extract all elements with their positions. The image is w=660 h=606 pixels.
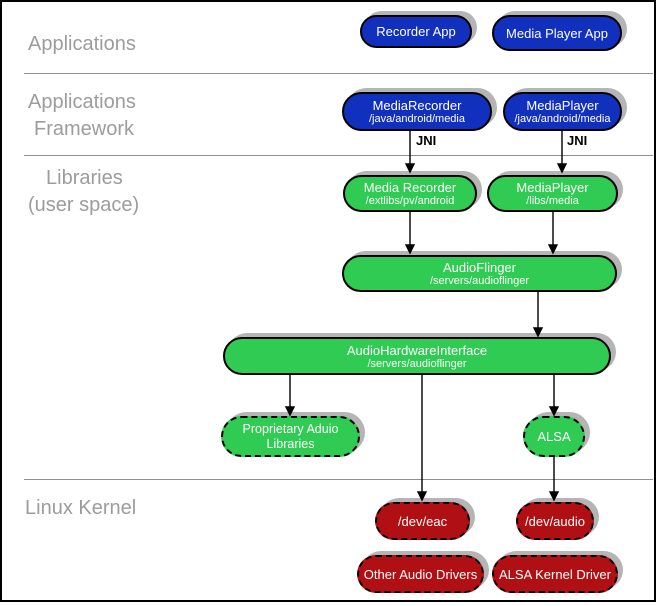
- section-line: Applications: [28, 33, 136, 55]
- node-title: Media Player App: [506, 25, 608, 41]
- section-line: Libraries: [46, 167, 123, 189]
- node-title: /dev/eac: [397, 513, 448, 529]
- node-title: Proprietary Aduio: [242, 421, 339, 436]
- node-dev-audio: /dev/audio: [516, 502, 594, 540]
- node-subtitle: /java/android/media: [514, 113, 611, 125]
- node-title: AudioHardwareInterface: [346, 342, 488, 358]
- node-audio-hardware-interface: AudioHardwareInterface /servers/audiofli…: [223, 337, 611, 375]
- section-label-linux-kernel: Linux Kernel: [25, 495, 136, 522]
- node-alsa: ALSA: [523, 416, 585, 457]
- node-title: ALSA Kernel Driver: [499, 566, 611, 582]
- node-title: MediaPlayer: [516, 180, 589, 195]
- node-recorder-app: Recorder App: [360, 15, 472, 48]
- jni-label-left: JNI: [416, 133, 437, 148]
- node-proprietary-audio-libraries: Proprietary Aduio Libraries: [221, 416, 360, 457]
- node-audioflinger: AudioFlinger /servers/audioflinger: [342, 255, 617, 292]
- node-title: ALSA: [537, 429, 571, 444]
- node-media-recorder-lib: Media Recorder /extlibs/pv/android: [343, 175, 477, 212]
- node-subtitle: /servers/audioflinger: [367, 357, 467, 370]
- node-title: AudioFlinger: [443, 260, 516, 275]
- node-title: Media Recorder: [363, 180, 457, 195]
- node-title: MediaPlayer: [526, 98, 599, 113]
- node-dev-eac: /dev/eac: [375, 502, 470, 540]
- node-title: /dev/audio: [525, 513, 585, 529]
- section-line: Applications: [28, 91, 136, 113]
- divider-applications-framework: [24, 73, 653, 74]
- section-line: Framework: [34, 118, 135, 140]
- node-alsa-kernel-driver: ALSA Kernel Driver: [492, 555, 618, 593]
- node-title: Recorder App: [376, 24, 456, 39]
- section-line: (user space): [28, 194, 140, 216]
- divider-libraries-kernel: [24, 479, 653, 480]
- node-mediaplayer-lib: MediaPlayer /libs/media: [487, 175, 618, 212]
- node-subtitle: /libs/media: [526, 195, 579, 207]
- section-label-applications-framework: Applications Framework: [28, 89, 136, 143]
- section-label-libraries: Libraries (user space): [28, 165, 139, 219]
- node-other-audio-drivers: Other Audio Drivers: [357, 555, 484, 593]
- node-title: MediaRecorder: [372, 98, 462, 113]
- node-subtitle: /servers/audioflinger: [429, 275, 530, 287]
- node-subtitle: /java/android/media: [368, 113, 465, 125]
- node-subtitle: Libraries: [266, 436, 315, 451]
- divider-framework-libraries: [24, 155, 653, 156]
- node-subtitle: /extlibs/pv/android: [365, 195, 455, 207]
- node-media-player-app: Media Player App: [492, 15, 622, 51]
- node-mediaplayer-framework: MediaPlayer /java/android/media: [503, 92, 622, 131]
- section-line: Linux Kernel: [25, 497, 137, 519]
- node-mediarecorder-framework: MediaRecorder /java/android/media: [342, 92, 492, 131]
- jni-label-right: JNI: [567, 133, 588, 148]
- section-label-applications: Applications: [28, 31, 136, 58]
- node-title: Other Audio Drivers: [363, 566, 478, 582]
